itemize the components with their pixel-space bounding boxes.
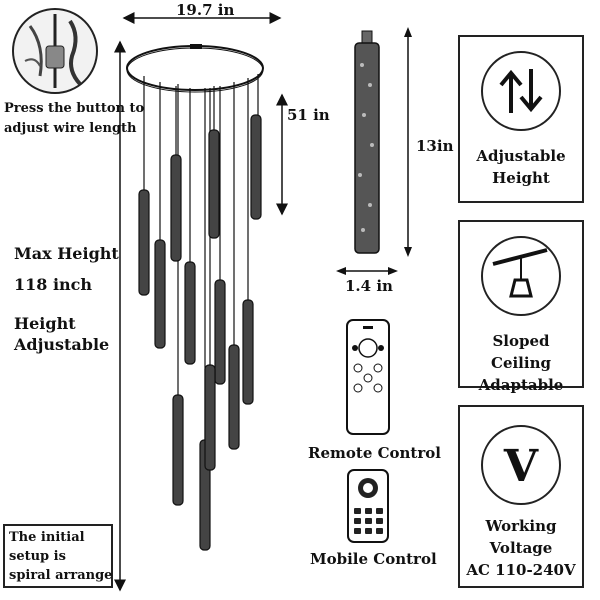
setup-line2: setup is <box>9 549 66 564</box>
feature-adjustable-height: Adjustable Height <box>458 35 584 203</box>
up-down-arrows-icon <box>481 51 561 131</box>
wire-detail-image <box>10 6 100 96</box>
chandelier-drawing <box>110 0 340 600</box>
tube-width-label: 1.4 in <box>345 277 393 295</box>
adjustable-line2: Adjustable <box>14 335 110 354</box>
adjustable-line1: Height <box>14 314 76 333</box>
max-height-title: Max Height <box>14 244 119 263</box>
setup-line1: The initial <box>9 530 85 545</box>
initial-setup-note: The initial setup is spiral arrange <box>3 524 113 588</box>
remote-control-image <box>343 318 393 436</box>
sloped-ceiling-icon <box>481 236 561 316</box>
setup-line3: spiral arrange <box>9 568 113 583</box>
voltage-v-icon: V <box>481 425 561 505</box>
remote-control-label: Remote Control <box>308 444 441 462</box>
tube-length-label: 13in <box>416 137 454 155</box>
mobile-phone-image <box>345 468 391 544</box>
max-height-value: 118 inch <box>14 275 93 294</box>
feature-2-line1: Sloped Ceiling <box>491 332 551 372</box>
feature-1-line2: Height <box>492 169 550 187</box>
mobile-control-label: Mobile Control <box>310 550 437 568</box>
feature-sloped-ceiling: Sloped Ceiling Adaptable <box>458 220 584 394</box>
svg-text:V: V <box>503 441 539 492</box>
wire-hint-line1: Press the button to <box>4 101 145 116</box>
feature-working-voltage: V Working Voltage AC 110-240V <box>458 405 584 588</box>
chandelier-drop-label: 51 in <box>287 106 330 124</box>
feature-1-line1: Adjustable <box>476 147 566 165</box>
wire-hint-line2: adjust wire length <box>4 121 137 136</box>
feature-3-line1: Working Voltage <box>485 517 557 557</box>
feature-3-line2: AC 110-240V <box>466 561 576 579</box>
tube-detail-image <box>330 25 420 295</box>
feature-2-line2: Adaptable <box>478 376 564 394</box>
chandelier-width-label: 19.7 in <box>176 1 235 19</box>
